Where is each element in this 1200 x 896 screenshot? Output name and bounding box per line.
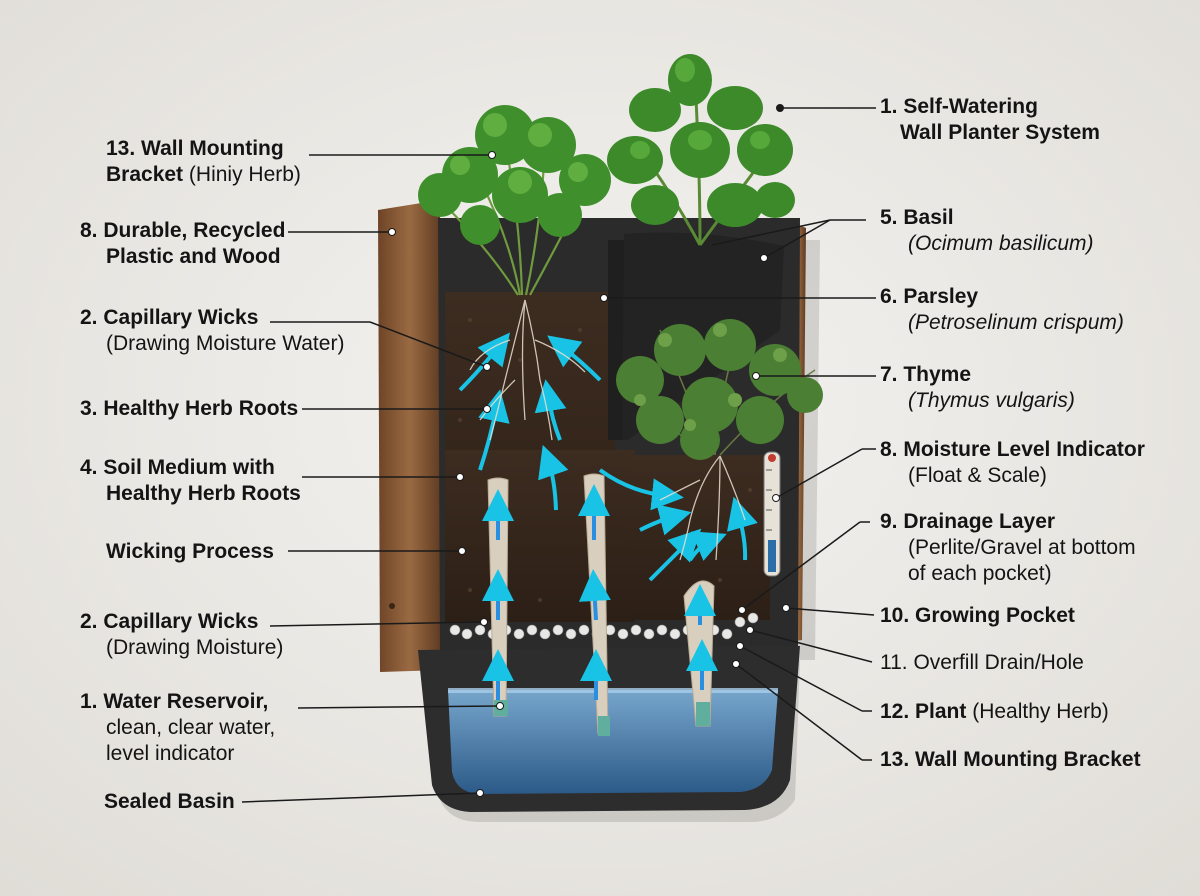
moisture-level-indicator [763, 451, 781, 577]
label-capillary-wicks-a: 2. Capillary Wicks (Drawing Moisture Wat… [80, 306, 345, 355]
thyme-plant [616, 319, 823, 460]
label-thyme: 7. Thyme (Thymus vulgaris) [880, 363, 1075, 412]
label-basil: 5. Basil (Ocimum basilicum) [880, 206, 1094, 255]
label-parsley: 6. Parsley (Petroselinum crispum) [880, 285, 1124, 334]
label-moisture-indicator: 8. Moisture Level Indicator (Float & Sca… [880, 438, 1145, 487]
wood-side-panel [378, 200, 442, 672]
label-capillary-wicks-b: 2. Capillary Wicks (Drawing Moisture) [80, 610, 284, 659]
pocket-divider [608, 240, 624, 440]
label-wall-bracket-bottom: 13. Wall Mounting Bracket [880, 748, 1141, 771]
label-system-title: 1. Self-Watering Wall Planter System [880, 95, 1100, 144]
label-soil-medium: 4. Soil Medium with Healthy Herb Roots [80, 456, 301, 505]
label-sealed-basin: Sealed Basin [104, 790, 235, 813]
parsley-plant [418, 105, 611, 296]
label-material: 8. Durable, Recycled Plastic and Wood [80, 219, 286, 268]
label-growing-pocket: 10. Growing Pocket [880, 604, 1075, 627]
label-plant: 12. Plant (Healthy Herb) [880, 700, 1109, 723]
label-drainage-layer: 9. Drainage Layer (Perlite/Gravel at bot… [880, 510, 1136, 585]
label-water-reservoir: 1. Water Reservoir, clean, clear water, … [80, 690, 276, 765]
label-overfill-drain: 11. Overfill Drain/Hole [880, 651, 1084, 674]
label-wall-bracket-top: 13. Wall Mounting Bracket (Hiniy Herb) [106, 137, 301, 186]
label-wicking-process: Wicking Process [106, 540, 274, 563]
basil-plant [607, 54, 795, 246]
label-healthy-roots: 3. Healthy Herb Roots [80, 397, 299, 420]
